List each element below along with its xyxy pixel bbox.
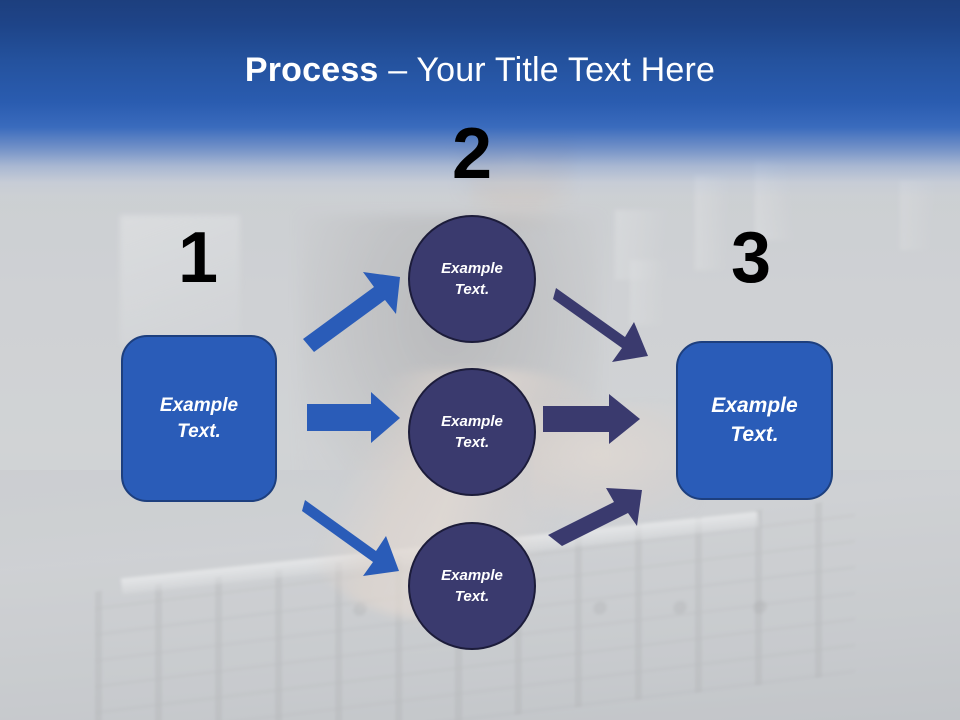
step-number-1: 1 — [177, 218, 219, 298]
page-title-rest: – Your Title Text Here — [378, 51, 716, 89]
step-number-2: 2 — [451, 114, 493, 194]
end-process-box-text: Example Text. — [711, 392, 797, 449]
circle-1-line1: Example — [441, 260, 503, 277]
background-monitor — [120, 215, 240, 345]
end-box-line1: Example — [711, 394, 798, 418]
start-process-box-text: Example Text. — [160, 393, 238, 444]
start-process-box[interactable]: Example Text. — [121, 335, 277, 502]
circle-3-line2: Text. — [454, 588, 490, 605]
end-box-line2: Text. — [730, 422, 779, 446]
end-process-box[interactable]: Example Text. — [676, 341, 833, 500]
process-circle-1-text: Example Text. — [441, 258, 503, 300]
process-circle-2[interactable]: Example Text. — [408, 368, 536, 496]
process-circle-2-text: Example Text. — [441, 411, 503, 453]
start-box-line1: Example — [159, 394, 239, 416]
process-circle-3[interactable]: Example Text. — [408, 522, 536, 650]
circle-2-line2: Text. — [454, 434, 490, 451]
circle-1-line2: Text. — [454, 281, 490, 298]
start-box-line2: Text. — [177, 420, 221, 442]
page-title: Process – Your Title Text Here — [0, 48, 960, 92]
process-circle-3-text: Example Text. — [441, 565, 503, 607]
circle-2-line1: Example — [441, 413, 503, 430]
page-title-bold: Process — [244, 51, 379, 89]
process-circle-1[interactable]: Example Text. — [408, 215, 536, 343]
circle-3-line1: Example — [441, 567, 503, 584]
step-number-3: 3 — [730, 218, 772, 298]
